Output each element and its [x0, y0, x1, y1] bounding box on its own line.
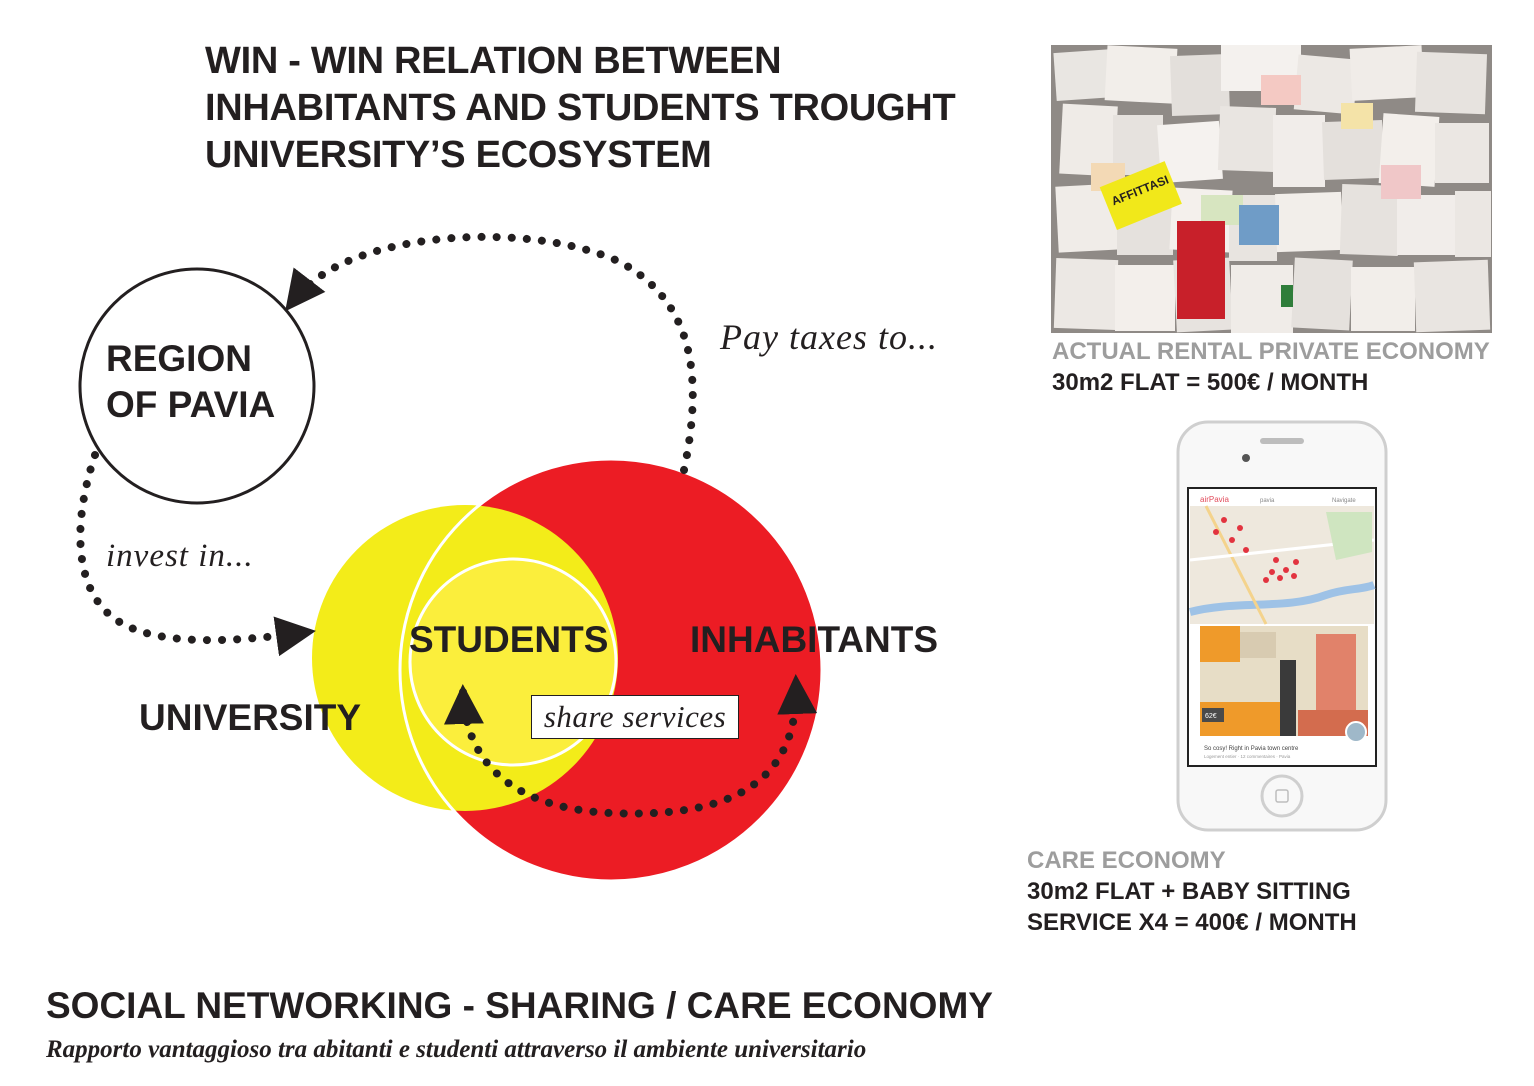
- footer-subtitle: Rapporto vantaggioso tra abitanti e stud…: [46, 1036, 867, 1063]
- phone-home-button[interactable]: [1260, 774, 1304, 818]
- region-label: REGION OF PAVIA: [106, 336, 275, 428]
- care-caption-line-1: 30m2 FLAT + BABY SITTING: [1027, 878, 1351, 905]
- inhabitants-label: INHABITANTS: [690, 619, 939, 660]
- rental-caption: ACTUAL RENTAL PRIVATE ECONOMY 30m2 FLAT …: [1052, 336, 1490, 398]
- care-caption: CARE ECONOMY 30m2 FLAT + BABY SITTING SE…: [1027, 845, 1357, 938]
- intersection-outline: [398, 457, 824, 883]
- app-place: pavia: [1260, 498, 1275, 504]
- care-caption-line-2: SERVICE X4 = 400€ / MONTH: [1027, 909, 1357, 936]
- rental-caption-value: 30m2 FLAT = 500€ / MONTH: [1052, 369, 1369, 396]
- app-name: airPavia: [1200, 495, 1229, 504]
- region-circle: [78, 267, 316, 505]
- region-label-line-1: REGION: [106, 338, 252, 379]
- students-label: STUDENTS: [409, 619, 609, 660]
- page-title: WIN - WIN RELATION BETWEEN INHABITANTS A…: [205, 38, 956, 179]
- listing-subtitle: Logement entier · 12 commentaires · Pavi…: [1204, 754, 1291, 759]
- title-line-1: WIN - WIN RELATION BETWEEN: [205, 40, 782, 82]
- map-river: [1188, 581, 1376, 616]
- host-avatar: [1345, 721, 1367, 743]
- listing-oven: [1280, 660, 1296, 736]
- share-services-label: share services: [531, 695, 739, 739]
- footer-title: SOCIAL NETWORKING - SHARING / CARE ECONO…: [46, 985, 993, 1026]
- map-road-1: [1204, 505, 1268, 625]
- price-badge: 62€: [1205, 713, 1217, 720]
- pay-taxes-label: Pay taxes to...: [720, 317, 938, 357]
- university-label: UNIVERSITY: [139, 697, 362, 738]
- rental-caption-title: ACTUAL RENTAL PRIVATE ECONOMY: [1052, 338, 1490, 365]
- title-line-3: UNIVERSITY’S ECOSYSTEM: [205, 134, 712, 176]
- region-label-line-2: OF PAVIA: [106, 384, 276, 425]
- listing-cabinet: [1200, 626, 1240, 662]
- share-services-arrow: [443, 674, 818, 818]
- invest-in-label: invest in...: [106, 538, 254, 574]
- listing-cupboard: [1240, 632, 1276, 658]
- care-caption-title: CARE ECONOMY: [1027, 847, 1226, 874]
- ecosystem-diagram: [76, 232, 824, 883]
- phone-camera: [1242, 454, 1250, 462]
- phone-mockup: airPavia pavia Navigate 62€ So cosy! Rig…: [1176, 420, 1388, 832]
- phone-speaker: [1260, 438, 1304, 444]
- listing-title: So cosy! Right in Pavia town centre: [1204, 746, 1299, 752]
- notice-board-photo: AFFITTASI: [1051, 45, 1492, 333]
- pay-taxes-arrow: [285, 232, 697, 474]
- price-badge-bg: [1202, 708, 1224, 722]
- title-line-2: INHABITANTS AND STUDENTS TROUGHT: [205, 87, 956, 129]
- map-park: [1326, 512, 1372, 560]
- map-pins: [1213, 517, 1299, 583]
- app-nav: Navigate: [1332, 498, 1356, 504]
- notices: [1053, 45, 1491, 333]
- phone-home-glyph: [1275, 789, 1289, 803]
